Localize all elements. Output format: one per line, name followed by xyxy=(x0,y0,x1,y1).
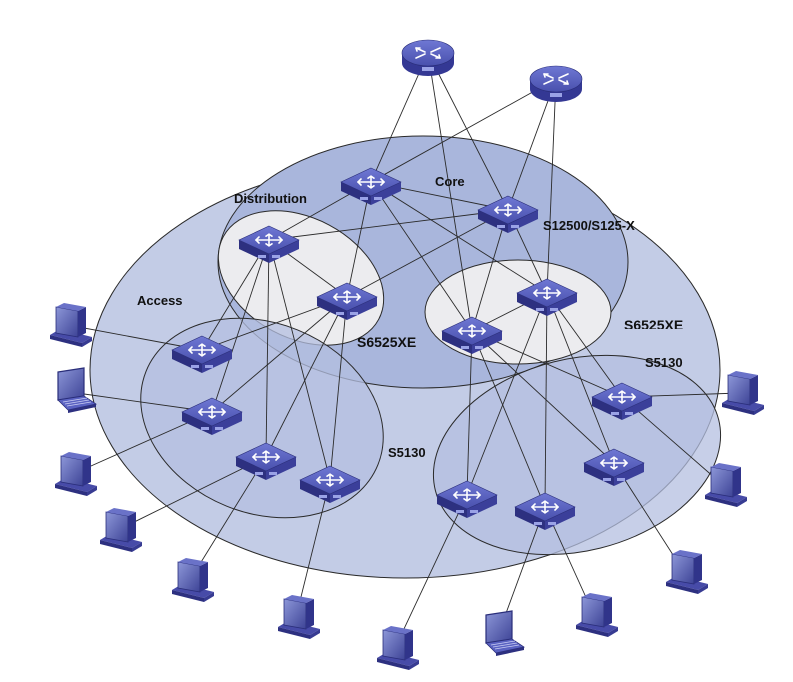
desktop-computer-icon xyxy=(705,463,747,507)
switch-icon xyxy=(340,167,402,205)
laptop-icon xyxy=(57,367,98,413)
switch-icon xyxy=(171,335,233,373)
switch-icon xyxy=(238,225,300,263)
link-d2-a4 xyxy=(329,296,348,481)
desktop-computer-icon xyxy=(377,626,419,670)
label-crop-mask xyxy=(615,329,700,337)
access-label: Access xyxy=(137,293,183,308)
link-r1-d4 xyxy=(427,52,473,332)
link-a4-p6 xyxy=(295,479,331,618)
s5130-label-right: S5130 xyxy=(645,355,683,370)
link-d3-a6 xyxy=(546,292,615,464)
link-d3-a5 xyxy=(546,292,623,398)
core-label: Core xyxy=(435,174,465,189)
link-a3-p5 xyxy=(189,456,267,581)
devices xyxy=(50,39,764,670)
router-icon xyxy=(529,65,583,102)
link-d2-a2 xyxy=(211,296,348,413)
link-d1-a1 xyxy=(201,239,270,351)
switch-icon xyxy=(235,442,297,480)
link-c2-d1 xyxy=(268,209,509,241)
desktop-computer-icon xyxy=(172,558,214,602)
link-d4-a6 xyxy=(471,330,615,464)
link-a2-p2 xyxy=(69,391,213,413)
desktop-computer-icon xyxy=(50,303,92,347)
link-d1-a2 xyxy=(211,239,270,413)
labels: Core Distribution Access S12500/S125-X S… xyxy=(137,174,683,460)
desktop-computer-icon xyxy=(666,550,708,594)
switch-icon xyxy=(181,397,243,435)
switch-icon xyxy=(316,282,378,320)
link-a7-p12 xyxy=(394,494,468,649)
s12500-label: S12500/S125-X xyxy=(543,218,635,233)
switch-icon xyxy=(299,465,361,503)
laptop-icon xyxy=(485,610,526,656)
link-r2-c1 xyxy=(370,78,557,183)
switch-icon xyxy=(441,316,503,354)
link-c2-d2 xyxy=(346,209,509,298)
switch-icon xyxy=(583,448,645,486)
switch-icon xyxy=(477,195,539,233)
switch-icon xyxy=(516,278,578,316)
link-d1-a4 xyxy=(268,239,331,481)
desktop-computer-icon xyxy=(278,595,320,639)
desktop-computer-icon xyxy=(100,508,142,552)
desktop-computer-icon xyxy=(576,593,618,637)
link-d4-a8 xyxy=(471,330,546,508)
link-r2-d3 xyxy=(546,78,557,294)
switch-icon xyxy=(436,480,498,518)
link-d3-a7 xyxy=(466,292,548,496)
distribution-label: Distribution xyxy=(234,191,307,206)
link-a1-p1 xyxy=(67,324,203,351)
s5130-label-left: S5130 xyxy=(388,445,426,460)
link-a3-p4 xyxy=(117,456,267,531)
switch-icon xyxy=(591,382,653,420)
router-icon xyxy=(401,39,455,76)
desktop-computer-icon xyxy=(722,371,764,415)
link-d2-a3 xyxy=(265,296,348,458)
link-r1-c2 xyxy=(427,52,509,211)
link-d4-a7 xyxy=(466,330,473,496)
switch-icon xyxy=(514,492,576,530)
link-c1-d3 xyxy=(370,181,548,294)
desktop-computer-icon xyxy=(55,452,97,496)
distribution-zone-right xyxy=(424,259,612,365)
link-d1-a3 xyxy=(265,239,270,458)
s6525xe-label-left: S6525XE xyxy=(357,334,416,350)
